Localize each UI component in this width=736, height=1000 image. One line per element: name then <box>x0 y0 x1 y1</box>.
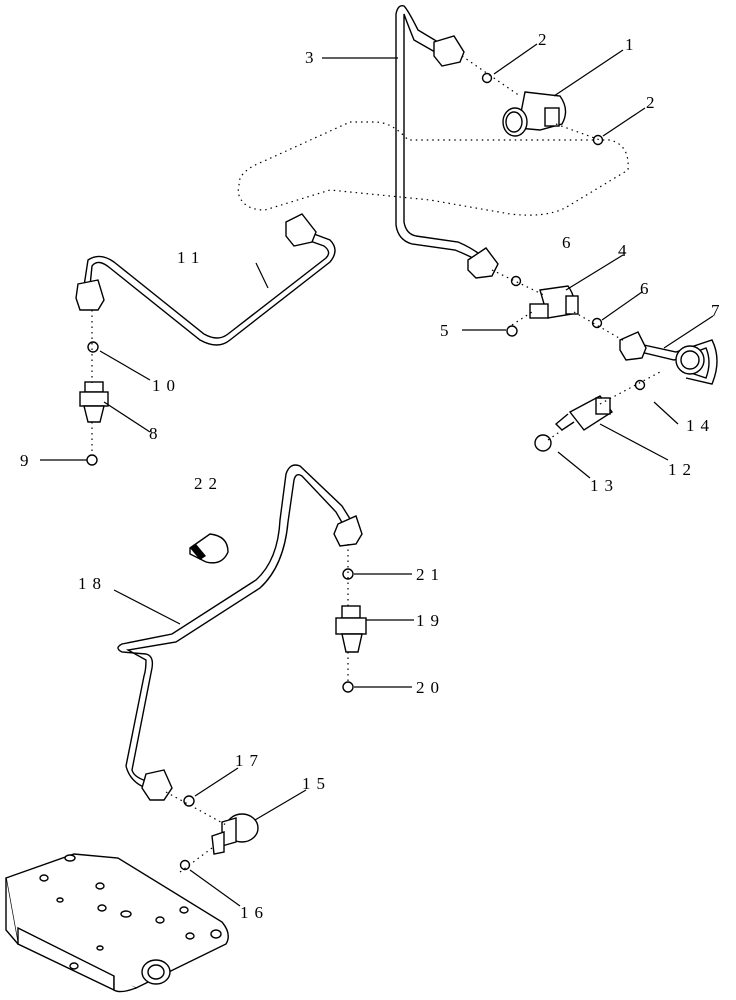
nut-11-top <box>285 213 317 247</box>
nut-18-top <box>333 515 363 547</box>
o-ring-2b <box>592 134 604 146</box>
callout-2a: 2 <box>538 30 553 49</box>
callout-9: 9 <box>20 451 35 470</box>
callout-6a: 6 <box>562 233 577 252</box>
callout-19: 19 <box>416 611 445 630</box>
callout-14: 14 <box>686 416 715 435</box>
callout-7: 7 <box>711 301 726 320</box>
nut-3-bottom <box>467 247 499 279</box>
fitting-1-tee <box>502 91 567 137</box>
leader-lines <box>40 43 714 907</box>
callout-11: 11 <box>177 248 205 267</box>
callout-15: 15 <box>302 774 331 793</box>
o-ring-20 <box>342 681 354 693</box>
nut-3-top <box>433 35 465 67</box>
o-ring-17 <box>183 795 195 807</box>
fitting-8 <box>79 381 109 423</box>
callout-3: 3 <box>305 48 320 67</box>
o-ring-13 <box>534 434 552 452</box>
o-ring-21 <box>342 568 354 580</box>
callout-22: 22 <box>194 474 223 493</box>
o-ring-6b <box>591 317 603 329</box>
callout-20: 20 <box>416 678 445 697</box>
o-ring-9 <box>86 454 98 466</box>
callout-8: 8 <box>149 424 164 443</box>
callout-21: 21 <box>416 565 445 584</box>
callout-10: 10 <box>152 376 181 395</box>
tube-3 <box>395 4 499 279</box>
nut-11-bottom <box>75 279 105 311</box>
callout-2b: 2 <box>646 93 661 112</box>
callout-labels: 1 2 2 3 4 5 6 6 7 8 9 10 11 12 13 14 15 … <box>20 30 726 922</box>
o-ring-5 <box>506 325 518 337</box>
fitting-19 <box>335 605 367 653</box>
o-ring-6a <box>510 275 522 287</box>
clip-22 <box>189 533 229 564</box>
callout-13: 13 <box>590 476 619 495</box>
tube-18 <box>117 464 363 801</box>
assembly-lines <box>91 55 661 873</box>
callout-18: 18 <box>78 574 107 593</box>
callout-1: 1 <box>625 35 640 54</box>
callout-6b: 6 <box>640 279 655 298</box>
callout-4: 4 <box>618 241 633 260</box>
tube-7 <box>619 331 718 385</box>
callout-17: 17 <box>235 751 264 770</box>
o-ring-14 <box>634 379 646 391</box>
routing-outline <box>237 121 629 216</box>
callout-5: 5 <box>440 321 455 340</box>
fitting-12 <box>554 395 614 431</box>
fitting-4-tee <box>529 285 579 319</box>
callout-16: 16 <box>240 903 269 922</box>
nut-18-bottom <box>141 769 173 801</box>
callout-12: 12 <box>668 460 697 479</box>
valve-body <box>5 853 229 993</box>
fitting-15 <box>211 813 259 855</box>
o-ring-10 <box>87 341 99 353</box>
tube-11 <box>75 213 336 346</box>
o-ring-2a <box>481 72 493 84</box>
